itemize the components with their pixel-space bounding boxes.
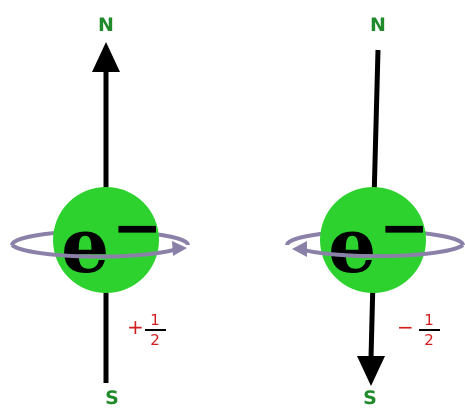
right-south-label: S: [363, 387, 377, 408]
right-orbit-arrow-icon: [292, 241, 307, 257]
right-orbit-front: [299, 243, 465, 259]
left-arrow-up-icon: [92, 42, 120, 72]
left-electron: e − N S + 1 2: [10, 14, 190, 408]
left-electron-sphere: [53, 187, 159, 293]
left-north-label: N: [98, 14, 114, 36]
right-north-label: N: [370, 14, 386, 36]
left-electron-symbol: e: [61, 201, 109, 290]
right-electron: e − N S − 1 2: [285, 14, 465, 408]
right-arrow-down-icon: [357, 356, 385, 386]
left-south-label: S: [105, 387, 119, 408]
right-axis-south: [368, 279, 376, 359]
left-spin-sign: +: [127, 315, 144, 339]
right-spin-denominator: 2: [424, 331, 434, 349]
left-orbit-arrow-icon: [172, 241, 187, 256]
left-orbit-front: [10, 243, 181, 259]
left-spin-numerator: 1: [150, 311, 160, 329]
left-spin-denominator: 2: [150, 331, 160, 349]
right-electron-sphere: [320, 187, 426, 293]
right-spin-sign: −: [397, 315, 414, 339]
right-electron-charge: −: [379, 193, 429, 263]
left-electron-charge: −: [112, 193, 162, 263]
right-spin-numerator: 1: [424, 311, 434, 329]
right-axis-north: [371, 49, 381, 201]
right-electron-symbol: e: [328, 201, 376, 290]
